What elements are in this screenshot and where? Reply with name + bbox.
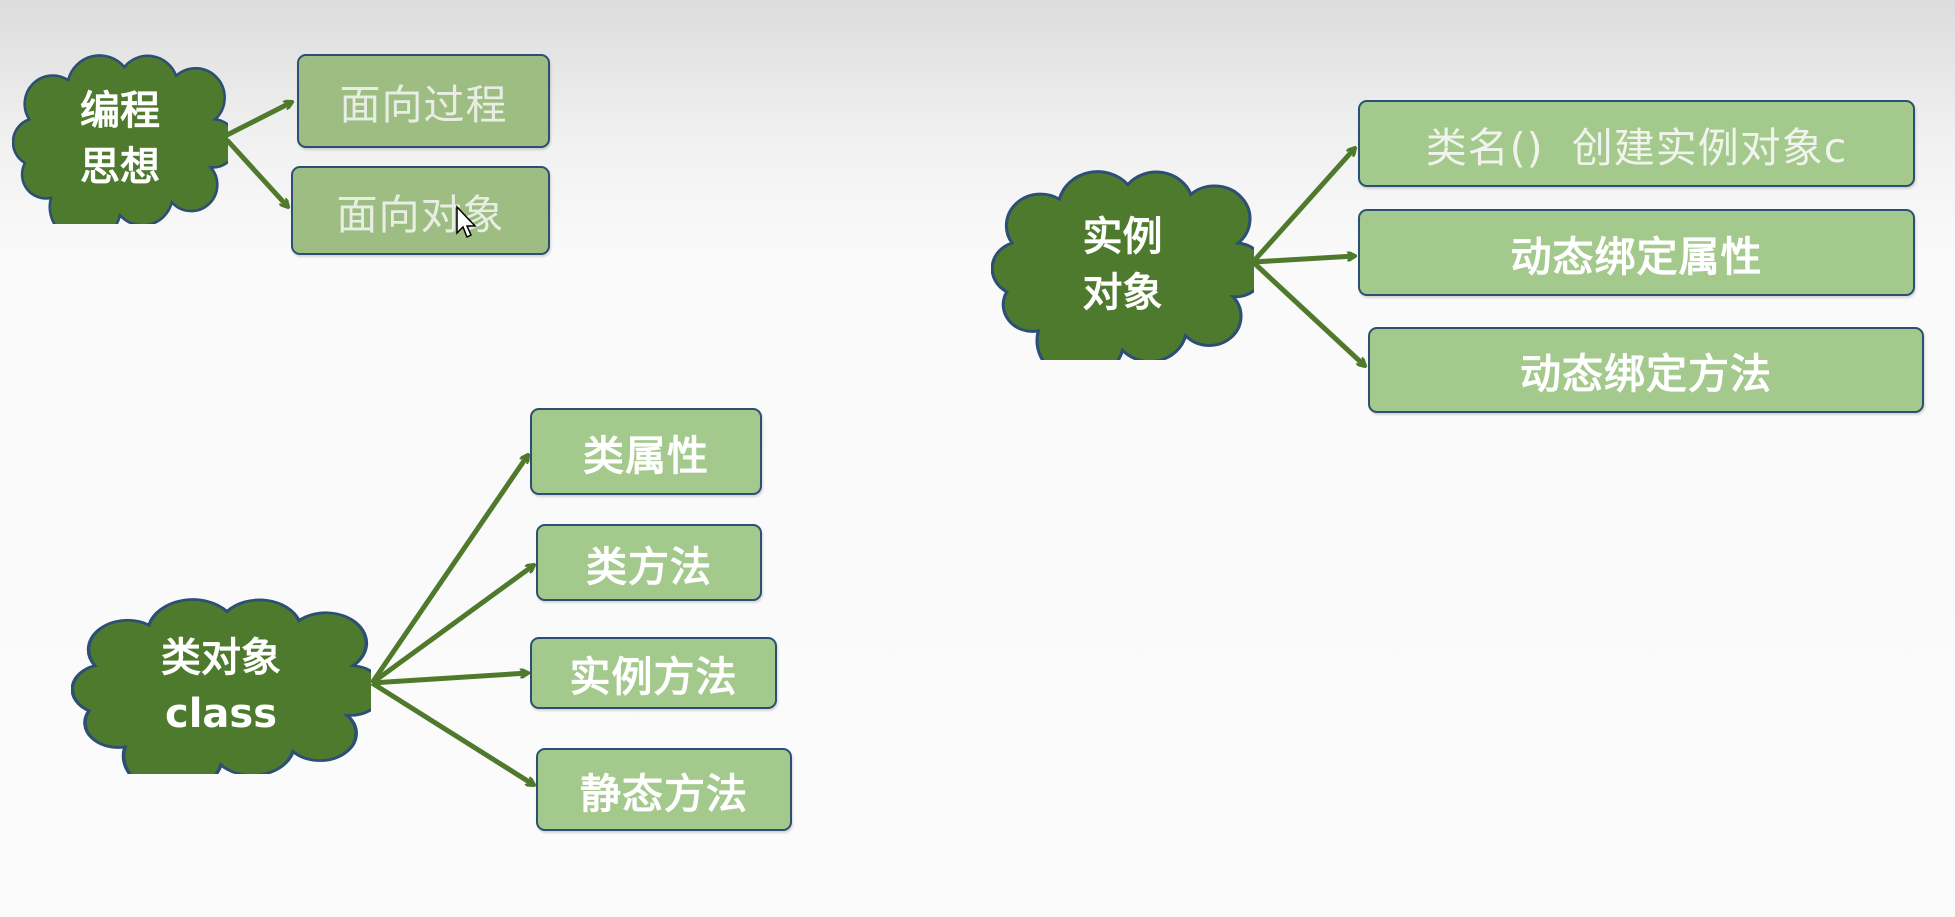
cloud-text-line1: 实例 [1082,214,1163,260]
cloud-text-line2: 思想 [80,144,160,190]
node-create-instance: 类名() 创建实例对象c [1358,100,1915,187]
mouse-cursor-icon [456,205,477,239]
arrow-to-oop [225,138,288,207]
cloud-text-line1: 类对象 [161,635,281,681]
cloud-programming-thought: 编程思想 [12,54,228,224]
cloud-instance-object: 实例对象 [991,170,1254,360]
arrow-to-procedural [225,102,292,138]
node-bind-method: 动态绑定方法 [1368,327,1924,413]
node-class-method: 类方法 [536,524,762,601]
arrow-to-class-attr [369,455,528,685]
arrow-to-bind-attr [1252,256,1355,265]
arrow-to-bind-method [1251,260,1365,366]
cloud-text-line2: class [164,691,278,737]
cloud-shape-icon [12,54,228,224]
cloud-shape-icon [991,170,1254,360]
cloud-text-line2: 对象 [1082,270,1163,316]
node-object-oriented: 面向对象 [291,166,550,255]
node-procedural: 面向过程 [297,54,550,148]
node-class-attribute: 类属性 [530,408,762,495]
node-static-method: 静态方法 [536,748,792,831]
cloud-class-object: 类对象 class [71,598,371,774]
arrow-to-static-method [370,680,534,785]
arrow-to-class-method [370,565,534,686]
node-bind-attribute: 动态绑定属性 [1358,209,1915,296]
cloud-shape-icon [71,598,371,774]
arrow-to-instance-method [371,673,528,686]
node-instance-method: 实例方法 [530,637,777,709]
arrow-to-create-instance [1251,148,1355,264]
cloud-text-line1: 编程 [80,88,160,134]
